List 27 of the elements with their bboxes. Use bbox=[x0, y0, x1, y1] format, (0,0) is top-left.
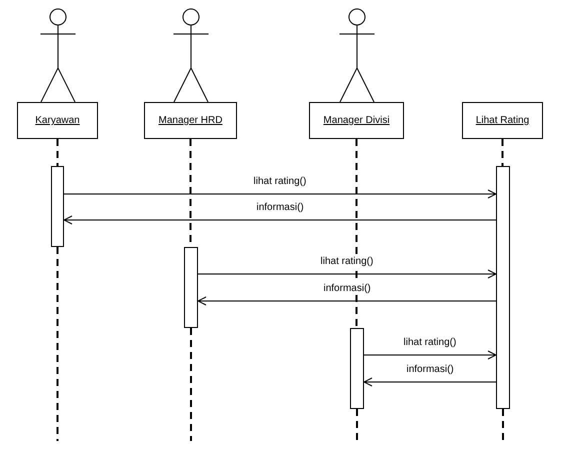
lifeline bbox=[190, 328, 192, 441]
object-box: Manager HRD bbox=[144, 102, 237, 139]
message-arrow bbox=[64, 216, 496, 224]
activation-bar bbox=[184, 247, 198, 328]
message-arrow bbox=[64, 190, 496, 198]
object-box: Manager Divisi bbox=[309, 102, 404, 139]
lifeline bbox=[356, 409, 358, 441]
lifeline bbox=[502, 409, 504, 441]
message-arrow bbox=[364, 350, 496, 360]
message-label: lihat rating() bbox=[252, 176, 308, 188]
message-label: informasi() bbox=[322, 283, 372, 295]
message-arrow bbox=[198, 270, 496, 278]
message-label: lihat rating() bbox=[402, 337, 458, 349]
lifeline bbox=[56, 247, 58, 441]
lifeline bbox=[356, 139, 358, 328]
message-arrow bbox=[364, 378, 496, 386]
activation-bar bbox=[496, 166, 510, 409]
object-box: Karyawan bbox=[17, 102, 98, 139]
message-label: informasi() bbox=[406, 364, 455, 376]
message-arrow bbox=[198, 296, 496, 306]
lifeline bbox=[502, 139, 504, 166]
lifeline bbox=[56, 139, 58, 166]
activation-bar bbox=[51, 166, 64, 247]
message-label: informasi() bbox=[256, 202, 305, 214]
activation-bar bbox=[350, 328, 364, 409]
object-box: Lihat Rating bbox=[462, 102, 543, 139]
message-label: lihat rating() bbox=[320, 256, 374, 268]
